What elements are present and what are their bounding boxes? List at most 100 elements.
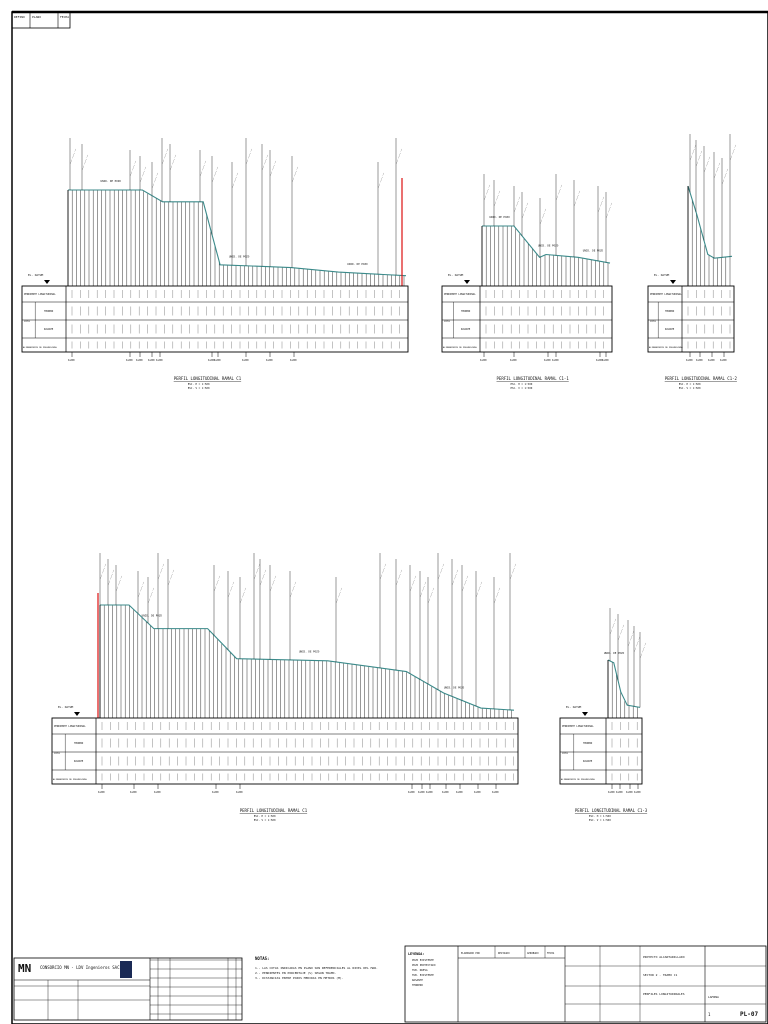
legend-item: POZO EXISTENTE — [412, 958, 434, 962]
approval-label: REVISADO — [498, 952, 510, 955]
data-table — [647, 285, 735, 353]
legend-item: TUB. EXISTENTE — [412, 973, 434, 977]
station-label: 0+000 — [242, 359, 249, 362]
station-label: 0+000 — [408, 791, 415, 794]
station-label: 0+000 — [696, 359, 703, 362]
datum-marker — [670, 280, 676, 284]
profile-title: PERFIL LONGITUDINAL RAMAL C1-1 — [497, 376, 570, 381]
row-label: COTA — [444, 320, 450, 323]
location-name: SECTOR 2 - TRAMO C1 — [643, 973, 678, 977]
callout-label: UNID. DE POZO — [583, 249, 604, 253]
station-label: 0+000 — [126, 359, 133, 362]
leader-annotation: ——— ———— —— — [253, 563, 261, 579]
row-label: PENDIENTE LONGITUDINAL — [24, 293, 56, 296]
leader-annotation: ——— ———— —— — [157, 563, 165, 579]
leader-annotation: ——— ———— —— — [513, 196, 521, 212]
leader-annotation: ——— ———— —— — [147, 587, 155, 603]
row-label: TERRENO — [44, 310, 54, 313]
row-label: RASANTE — [74, 760, 84, 763]
leader-annotation: ——— ———— —— — [269, 160, 277, 176]
leader-annotation: ——— ———— —— — [521, 202, 529, 218]
leader-annotation: ——— ———— —— — [239, 587, 247, 603]
data-table — [441, 285, 613, 353]
leader-annotation: ——— ———— —— — [427, 587, 435, 603]
approval-label: APROBADO — [527, 952, 539, 955]
profile-title: PERFIL LONGITUDINAL RAMAL C1-2 — [665, 376, 738, 381]
profile-scale-v: ESC. V = 1:500 — [511, 386, 533, 390]
leader-annotation: ——— ———— —— — [639, 642, 647, 658]
profile-title: PERFIL LONGITUDINAL RAMAL C1-3 — [575, 808, 648, 813]
ground-line — [687, 185, 733, 259]
row-label: TERRENO — [665, 310, 675, 313]
row-label: TERRENO — [74, 742, 84, 745]
datum-marker — [74, 712, 80, 716]
leader-annotation: ——— ———— —— — [451, 569, 459, 585]
leader-annotation: ——— ———— —— — [213, 575, 221, 591]
project-name: PROYECTO ALCANTARILLADO — [643, 955, 685, 959]
datum-label: EL. DATUM — [654, 273, 669, 277]
data-table — [559, 717, 643, 785]
station-label: 0+000 — [634, 791, 641, 794]
corner-label-3: FECHA — [60, 15, 69, 19]
callout-label: UNID. DE POZO — [444, 685, 465, 689]
profile-scale-h: ESC. H = 1:500 — [511, 382, 533, 386]
station-label: 0+000 — [720, 359, 727, 362]
title-block: MN CONSORCIO MN - LDV Ingenieros SAC NOT… — [13, 945, 767, 1023]
leader-annotation: ——— ———— —— — [115, 575, 123, 591]
profiles-layer: ——— ———— ————— ———— ————— ———— ————— ———… — [21, 134, 738, 822]
row-label: RASANTE — [461, 328, 471, 331]
leader-annotation: ——— ———— —— — [539, 208, 547, 224]
notes-title: NOTAS: — [255, 956, 269, 961]
leader-annotation: ——— ———— —— — [409, 575, 417, 591]
callout-label: UNID. DE POZO — [489, 215, 510, 219]
profile-p4: ——— ———— ————— ———— ————— ———— ————— ———… — [51, 553, 519, 822]
station-label: 0+000 — [602, 359, 609, 362]
callout-label: UNID. DE POZO — [299, 649, 320, 653]
note-2: 2.- PENDIENTES EN PORCENTAJE (%) SEGUN T… — [255, 971, 336, 975]
leader-annotation: ——— ———— —— — [597, 196, 605, 212]
ground-line — [100, 604, 515, 711]
row-label: RASANTE — [44, 328, 54, 331]
station-label: 0+000 — [442, 791, 449, 794]
leader-annotation: ——— ———— —— — [379, 563, 387, 579]
callout-label: UNID. DE POZO — [142, 614, 163, 618]
leader-annotation: ——— ———— —— — [269, 575, 277, 591]
leader-annotation: ——— ———— —— — [475, 581, 483, 597]
profile-title: PERFIL LONGITUDINAL RAMAL C1 — [240, 808, 308, 813]
row-label: PENDIENTE LONGITUDINAL — [54, 725, 86, 728]
company-block — [13, 957, 243, 1021]
leader-annotation: ——— ———— —— — [695, 150, 703, 166]
leader-annotation: ——— ———— —— — [509, 563, 517, 579]
leader-annotation: ——— ———— —— — [493, 587, 501, 603]
station-label: 0+000 — [626, 791, 633, 794]
row-label: COTA — [562, 752, 568, 755]
station-label: 0+000 — [608, 791, 615, 794]
profile-scale-h: ESC. H = 1:500 — [254, 814, 276, 818]
leader-annotation: ——— ———— —— — [107, 569, 115, 585]
row-label: ALINEAMIENTO DE PROGRESIVAS — [23, 346, 58, 349]
leader-annotation: ——— ———— —— — [377, 172, 385, 188]
leader-annotation: ——— ———— —— — [139, 166, 147, 182]
note-1: 1.- LAS COTAS INDICADAS EN PLANO SON REF… — [255, 966, 378, 970]
company-name: CONSORCIO MN - LDV Ingenieros SAC — [40, 965, 120, 970]
station-label: 0+000 — [98, 791, 105, 794]
leader-annotation: ——— ———— —— — [609, 618, 617, 634]
station-label: 0+000 — [208, 359, 215, 362]
row-label: PENDIENTE LONGITUDINAL — [650, 293, 682, 296]
company-seal — [120, 961, 132, 978]
station-label: 0+000 — [290, 359, 297, 362]
corner-label-1: REFINO — [14, 15, 25, 19]
approval-label: FECHA — [547, 952, 555, 955]
callout-label: UNID. DE POZO — [101, 179, 122, 183]
revision-table — [150, 958, 242, 1020]
datum-marker — [44, 280, 50, 284]
leader-annotation: ——— ———— —— — [151, 172, 159, 188]
legend-list: POZO EXISTENTE POZO PROYECTADO TUB. NUEV… — [412, 958, 436, 987]
leader-annotation: ——— ———— —— — [259, 569, 267, 585]
station-label: 0+000 — [418, 791, 425, 794]
legend-item: TERRENO — [412, 983, 423, 987]
leader-annotation: ——— ———— —— — [493, 190, 501, 206]
station-label: 0+000 — [456, 791, 463, 794]
leader-annotation: ——— ———— —— — [721, 168, 729, 184]
callout-label: UNID. DE POZO — [604, 651, 625, 655]
